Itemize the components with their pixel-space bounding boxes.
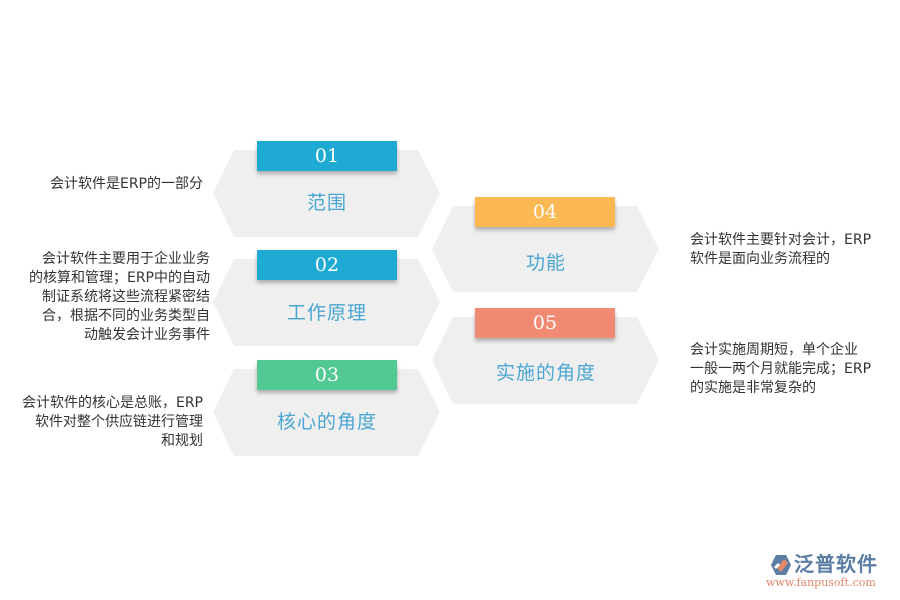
item-description-04: 会计软件主要针对会计，ERP 软件是面向业务流程的 bbox=[690, 231, 871, 269]
description-line: 的实施是非常复杂的 bbox=[690, 380, 816, 396]
item-title-05: 实施的角度 bbox=[495, 362, 596, 384]
description-line: 的核算和管理；ERP中的自动 bbox=[28, 270, 210, 286]
item-description-03: 会计软件的核心是总账，ERP 软件对整个供应链进行管理 和规划 bbox=[22, 394, 203, 451]
item-title-03: 核心的角度 bbox=[276, 411, 377, 433]
item-title-01: 范围 bbox=[306, 192, 347, 214]
item-description-02: 会计软件主要用于企业业务 的核算和管理；ERP中的自动 制证系统将这些流程紧密结… bbox=[29, 250, 210, 345]
description-line: 会计软件的核心是总账，ERP bbox=[21, 395, 203, 411]
logo-url: www.fanpusoft.com bbox=[766, 576, 876, 589]
hexagon-01 bbox=[213, 150, 440, 237]
logo-brand-name: 泛普软件 bbox=[794, 552, 878, 576]
description-line: 软件对整个供应链进行管理 bbox=[35, 414, 203, 430]
description-line: 和规划 bbox=[161, 433, 203, 449]
description-line: 会计实施周期短，单个企业 bbox=[690, 342, 858, 358]
number-badge-01: 01 bbox=[257, 141, 397, 171]
description-line: 合，根据不同的业务类型自 bbox=[42, 308, 210, 324]
item-title-02: 工作原理 bbox=[286, 302, 367, 324]
item-description-05: 会计实施周期短，单个企业 一般一两个月就能完成；ERP 的实施是非常复杂的 bbox=[690, 341, 871, 398]
item-description-01: 会计软件是ERP的一部分 bbox=[50, 175, 203, 194]
number-badge-03: 03 bbox=[257, 360, 397, 390]
description-line: 软件是面向业务流程的 bbox=[690, 251, 830, 267]
description-line: 一般一两个月就能完成；ERP bbox=[690, 361, 872, 377]
number-badge-04: 04 bbox=[475, 197, 615, 227]
brand-logo: 泛普软件 www.fanpusoft.com bbox=[766, 552, 896, 594]
fanpu-logo-icon bbox=[771, 555, 791, 575]
description-line: 动触发会计业务事件 bbox=[84, 327, 210, 343]
description-line: 会计软件主要用于企业业务 bbox=[42, 251, 210, 267]
description-line: 会计软件主要针对会计，ERP bbox=[690, 232, 872, 248]
description-line: 会计软件是ERP的一部分 bbox=[49, 176, 203, 192]
hexagon-02 bbox=[213, 259, 440, 346]
hexagon-03 bbox=[213, 369, 440, 456]
number-badge-02: 02 bbox=[257, 250, 397, 280]
hexagon-05 bbox=[432, 317, 659, 404]
description-line: 制证系统将这些流程紧密结 bbox=[42, 289, 210, 305]
number-badge-05: 05 bbox=[475, 308, 615, 338]
item-title-04: 功能 bbox=[525, 252, 566, 274]
hexagon-04 bbox=[432, 206, 659, 292]
